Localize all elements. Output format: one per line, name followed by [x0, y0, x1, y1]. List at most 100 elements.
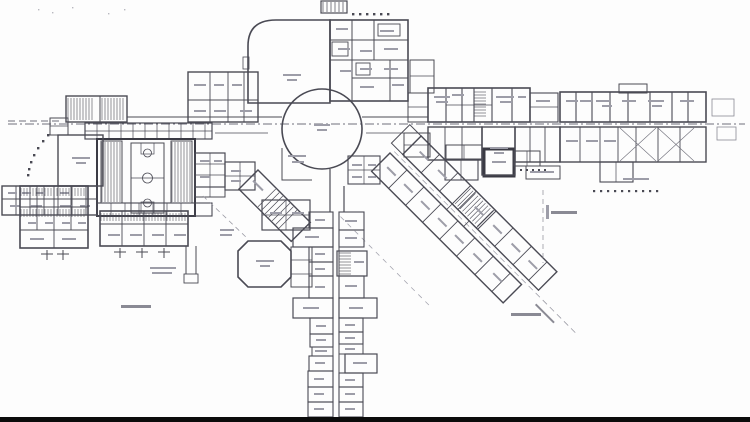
illegible-label-smudge: [338, 48, 350, 50]
illegible-label-smudge: [316, 325, 326, 327]
wall-line: [261, 192, 280, 211]
illegible-label-smudge: [452, 94, 464, 96]
illegible-label-smudge: [30, 205, 42, 207]
illegible-label-smudge: [72, 157, 90, 159]
illegible-label-smudge: [384, 68, 398, 70]
illegible-label-smudge: [231, 180, 241, 182]
illegible-label-smudge: [536, 100, 550, 102]
illegible-label-smudge: [490, 147, 508, 149]
illegible-label-smudge: [252, 179, 264, 192]
diag-corridor-centerline: [394, 151, 535, 292]
wall-rect: [72, 7, 74, 9]
illegible-label-smudge: [30, 238, 44, 240]
illegible-label-smudge: [345, 337, 355, 339]
lecture-room-walls: [281, 148, 312, 181]
illegible-label-smudge: [200, 160, 210, 162]
illegible-label-smudge: [518, 96, 526, 98]
illegible-label-smudge: [492, 272, 503, 283]
wall-line: [494, 227, 514, 247]
illegible-label-smudge: [315, 350, 327, 352]
illegible-label-smudge: [345, 237, 357, 239]
illegible-label-smudge: [345, 324, 355, 326]
rounded-commons-room: [247, 19, 331, 104]
wall-line: [257, 188, 276, 208]
illegible-label-smudge: [436, 101, 448, 103]
wall-rect: [532, 169, 534, 171]
central-rotunda: [281, 88, 363, 170]
illegible-label-smudge: [62, 222, 70, 224]
illegible-label-smudge: [232, 84, 242, 86]
stair-room: [336, 250, 368, 277]
wall-line: [457, 190, 477, 210]
door-bracket: [242, 56, 250, 70]
wall-line: [268, 199, 287, 218]
wall-rect: [124, 9, 126, 11]
illegible-label-smudge: [121, 305, 151, 308]
roof-brace: [619, 127, 657, 162]
site-dot-arc: [27, 134, 50, 177]
illegible-label-smudge: [345, 393, 355, 395]
east-wing-lower-2: [559, 126, 707, 163]
tall-classroom: [481, 126, 516, 176]
illegible-label-smudge: [28, 222, 36, 224]
rotunda-se-cluster: [347, 155, 381, 185]
illegible-label-smudge: [60, 192, 69, 194]
wall-rect: [520, 169, 522, 171]
illegible-label-smudge: [384, 48, 398, 50]
diag-core-small: [446, 203, 470, 228]
illegible-label-smudge: [353, 362, 367, 364]
wall-rect: [352, 13, 355, 16]
illegible-label-smudge: [345, 220, 357, 222]
wall-rect: [444, 159, 479, 181]
wall-rect: [614, 190, 617, 193]
illegible-label-smudge: [368, 164, 376, 166]
court-center-circle: [142, 172, 153, 184]
southwest-band: [1, 185, 98, 216]
wall-rect: [27, 174, 30, 177]
paper-specks: [38, 7, 126, 15]
illegible-label-smudge: [60, 205, 72, 207]
illegible-label-smudge: [200, 176, 210, 178]
illegible-label-smudge: [596, 100, 610, 102]
ramp-outline: [237, 169, 312, 243]
link-end-rooms: [261, 199, 311, 231]
illegible-label-smudge: [315, 268, 325, 270]
illegible-label-smudge: [534, 303, 555, 324]
entry-steps: [520, 169, 546, 171]
wall-line: [474, 207, 491, 224]
music-riser-block: [65, 95, 128, 123]
wall-line: [475, 209, 495, 229]
wall-line: [464, 198, 481, 215]
wall-rect: [649, 190, 652, 193]
illegible-label-smudge: [315, 286, 325, 288]
illegible-label-smudge: [231, 170, 241, 172]
northwest-room-cluster: [187, 71, 259, 123]
gymnasium-outline: [96, 138, 196, 217]
illegible-label-smudge: [403, 183, 414, 194]
wall-line: [459, 193, 476, 210]
illegible-label-smudge: [62, 238, 76, 240]
connector-rooms: [407, 92, 429, 123]
illegible-label-smudge: [580, 100, 592, 102]
illegible-label-smudge: [314, 124, 330, 126]
lower-annex: [599, 161, 634, 183]
upper-band-bump: [618, 83, 648, 94]
exit-stoop: [183, 273, 199, 284]
illegible-label-smudge: [270, 212, 282, 214]
wall-rect: [628, 190, 631, 193]
east-wing-entry-rooms: [529, 92, 559, 123]
wall-rect: [607, 190, 610, 193]
illegible-label-smudge: [368, 176, 376, 178]
illegible-label-smudge: [314, 408, 324, 410]
bleachers-west-rows: [101, 142, 121, 202]
wall-rect: [37, 147, 40, 150]
illegible-label-smudge: [10, 205, 20, 207]
illegible-label-smudge: [380, 30, 394, 32]
bleachers-east-rows: [171, 142, 191, 202]
illegible-label-smudge: [494, 152, 504, 154]
illegible-label-smudge: [220, 234, 232, 236]
wall-rect: [600, 190, 603, 193]
illegible-label-smudge: [108, 234, 120, 236]
illegible-label-smudge: [303, 307, 319, 309]
